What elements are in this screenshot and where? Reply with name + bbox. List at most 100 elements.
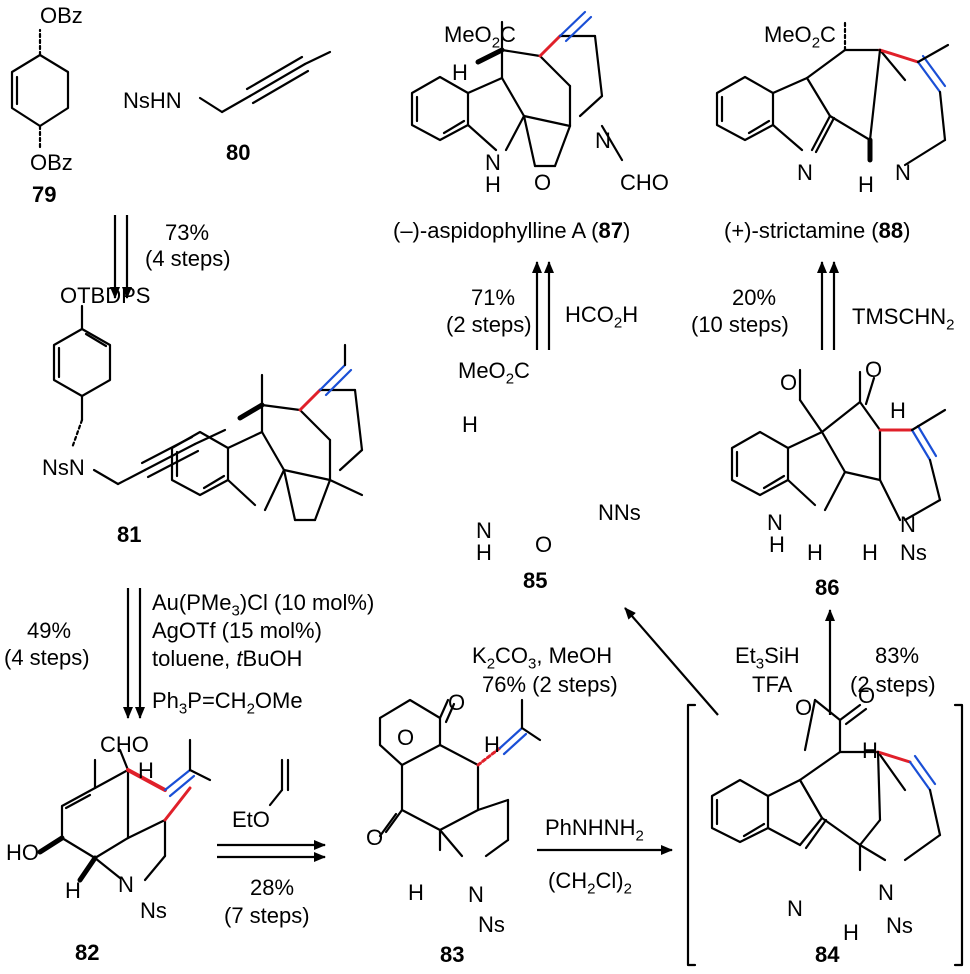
structure-80	[198, 50, 332, 114]
arrow-84-85	[624, 607, 719, 716]
structure-87	[410, 10, 624, 168]
atom-h-88: H	[858, 172, 874, 197]
atom-n-88-indolenine: N	[797, 160, 813, 185]
structure-83	[378, 698, 542, 858]
atom-ho-82: HO	[6, 840, 39, 865]
atom-h-83-bottom: H	[408, 880, 424, 905]
step-86-88-yield: 20%	[732, 285, 777, 310]
reagent-hco2h: HCO2H	[565, 302, 639, 332]
compound-number-82: 82	[75, 940, 100, 965]
atom-h-86-nh: H	[769, 532, 785, 557]
compound-number-80: 80	[226, 140, 251, 165]
atom-cho-87: CHO	[620, 170, 669, 195]
atom-n-82: N	[118, 872, 134, 897]
step-81-82-yield: 49%	[27, 618, 72, 643]
atom-h-85-nh: H	[476, 540, 492, 565]
reagent-phenylhydrazine: PhNHNH2	[545, 815, 644, 845]
atom-cho-82: CHO	[100, 732, 149, 757]
reagent-solvent: toluene, tBuOH	[152, 646, 303, 671]
step-85-87-yield: 71%	[471, 285, 516, 310]
atom-ns-86: Ns	[900, 540, 927, 565]
step-84-85-yield: 76% (2 steps)	[482, 672, 618, 697]
reagent-tfa: TFA	[752, 672, 793, 697]
reagent-et3sih: Et3SiH	[735, 643, 800, 673]
atom-o-84-carbonyl: O	[858, 683, 876, 708]
compound-number-86: 86	[815, 575, 840, 600]
structure-82	[37, 738, 212, 883]
atom-n-86-amine: N	[900, 512, 916, 537]
atom-o-83-ring: O	[397, 725, 415, 750]
atom-h-83-top: H	[484, 732, 500, 757]
structure-85	[170, 343, 364, 522]
step-82-83-yield: 28%	[250, 875, 295, 900]
compound-name-87: (–)-aspidophylline A (87)	[393, 218, 631, 243]
atom-h-85: H	[462, 412, 478, 437]
compound-number-85: 85	[523, 568, 548, 593]
atom-h-84: H	[862, 738, 878, 763]
atom-o-83-carbonyl: O	[448, 690, 466, 715]
atom-ns-82: Ns	[140, 898, 167, 923]
atom-meo2c-87: MeO2C	[444, 22, 516, 52]
atom-n-84-amine: N	[878, 880, 894, 905]
atom-h-82-top: H	[138, 758, 154, 783]
atom-o-84-ring: O	[795, 695, 813, 720]
atom-n-85-indoline: N	[476, 518, 492, 543]
reagent-tmschn2: TMSCHN2	[852, 304, 955, 334]
atom-n-88-amine: N	[895, 160, 911, 185]
atom-ns-83: Ns	[478, 912, 505, 937]
atom-n-84-indolenine: N	[787, 896, 803, 921]
step-86-88-steps: (10 steps)	[691, 312, 789, 337]
reagent-wittig: Ph3P=CH2OMe	[152, 688, 303, 718]
structure-88	[715, 20, 950, 167]
step-85-87-steps: (2 steps)	[446, 312, 532, 337]
reagent-dce: (CH2Cl)2	[548, 868, 632, 898]
atom-ns-84: Ns	[886, 913, 913, 938]
atom-otbdps: OTBDPS	[60, 283, 151, 308]
compound-number-79: 79	[32, 182, 57, 207]
atom-h-84-bottom: H	[843, 920, 859, 945]
atom-h-86-b: H	[862, 540, 878, 565]
atom-obz-top: OBz	[40, 3, 83, 28]
atom-o-86-ring: O	[780, 370, 798, 395]
atom-h-87: H	[452, 60, 468, 85]
atom-n-86-indoline: N	[767, 510, 783, 535]
step-79-81-yield: 73%	[165, 220, 210, 245]
atom-nsn: NsN	[42, 455, 85, 480]
atom-h-86-a: H	[807, 540, 823, 565]
atom-h-82-bottom: H	[65, 878, 81, 903]
compound-number-84: 84	[815, 942, 840, 967]
reagent-k2co3: K2CO3, MeOH	[472, 643, 613, 673]
reagent-au-catalyst: Au(PMe3)Cl (10 mol%)	[152, 590, 375, 620]
atom-obz-bottom: OBz	[30, 150, 73, 175]
structure-79	[10, 28, 70, 152]
atom-h-86-top: H	[890, 398, 906, 423]
structure-84	[686, 698, 964, 967]
step-84-86-yield: 83%	[875, 643, 920, 668]
step-84-86-steps: (2 steps)	[850, 672, 936, 697]
compound-number-83: 83	[440, 942, 465, 967]
atom-o-87: O	[534, 170, 552, 195]
atom-n-83: N	[468, 882, 484, 907]
atom-o-85: O	[535, 532, 553, 557]
structure-ethyl-vinyl-ether	[268, 758, 290, 807]
atom-o-83-ketone: O	[366, 825, 384, 850]
reaction-arrows	[110, 215, 839, 862]
structure-86	[730, 368, 947, 522]
atom-n-87-formamide: N	[595, 128, 611, 153]
atom-o-86-carbonyl: O	[865, 357, 883, 382]
atom-nns-85: NNs	[598, 500, 641, 525]
atom-n-87-indoline: N	[485, 150, 501, 175]
atom-h-87-nh: H	[485, 172, 501, 197]
reagent-agotf: AgOTf (15 mol%)	[152, 618, 322, 643]
step-81-82-steps: (4 steps)	[4, 645, 90, 670]
atom-nshn: NsHN	[123, 88, 182, 113]
step-82-83-steps: (7 steps)	[224, 903, 310, 928]
atom-meo2c-88: MeO2C	[764, 22, 836, 52]
step-79-81-steps: (4 steps)	[145, 246, 231, 271]
compound-name-88: (+)-strictamine (88)	[724, 218, 911, 243]
compound-number-81: 81	[117, 522, 142, 547]
atom-meo2c-85: MeO2C	[458, 358, 530, 388]
reagent-ethyl-vinyl-ether: EtO	[232, 807, 270, 832]
